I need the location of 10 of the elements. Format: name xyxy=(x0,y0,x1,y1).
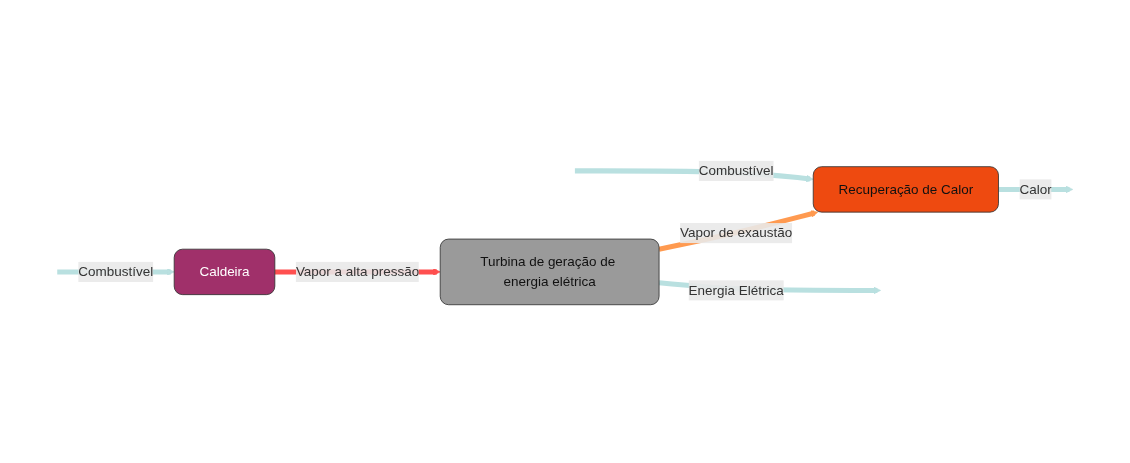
edge-label: Calor xyxy=(1019,181,1052,197)
edge-label: Vapor a alta pressão xyxy=(295,264,420,279)
node-box: Recuperação de Calor xyxy=(812,166,999,213)
node-box: Turbina de geração de energia elétrica xyxy=(439,238,660,306)
node-box: Caldeira xyxy=(173,248,276,296)
edge-label: Vapor de exaustão xyxy=(680,225,793,240)
edge-label: Combustível xyxy=(698,163,774,178)
edge-label: Combustível xyxy=(78,264,154,279)
arrow xyxy=(658,210,819,252)
edge-label: Energia Elétrica xyxy=(688,282,784,298)
